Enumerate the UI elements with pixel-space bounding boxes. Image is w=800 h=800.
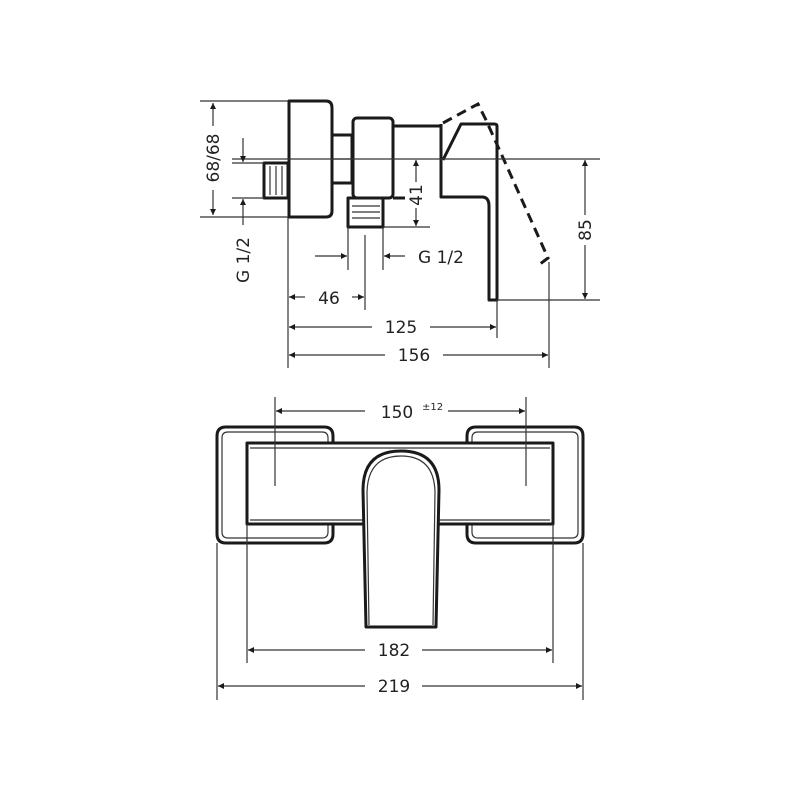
dim-depth-total: 156	[398, 346, 430, 366]
dim-centers: 150	[381, 403, 413, 423]
inlet-thread-lines	[269, 166, 283, 195]
dim-height-wall: 68/68	[204, 134, 224, 183]
dim-body-width: 182	[378, 641, 410, 661]
wall-plate	[287, 99, 334, 219]
lever-open-position	[442, 101, 550, 266]
dim-depth-body: 125	[385, 318, 417, 338]
left-plate	[215, 425, 335, 545]
dim-lever-height: 85	[576, 219, 596, 241]
lever-front	[361, 449, 441, 629]
dim-total-width: 219	[378, 677, 410, 697]
right-plate	[465, 425, 585, 545]
front-view: 150 ±12 182 219	[215, 397, 585, 700]
dim-outlet-offset: 46	[318, 289, 340, 309]
dim-centers-tolerance: ±12	[422, 402, 443, 413]
outlet-thread	[346, 196, 385, 229]
spindle-housing	[393, 124, 440, 200]
side-view: 68/68 G 1/2 41 85 G 1/2 46 125 156	[200, 99, 600, 368]
inlet-thread	[262, 161, 290, 200]
dim-outlet-thread: G 1/2	[418, 248, 464, 268]
valve-body	[351, 116, 395, 200]
dim-outlet-height: 41	[407, 184, 427, 206]
lever	[439, 122, 499, 302]
dim-inlet-thread: G 1/2	[234, 237, 254, 283]
